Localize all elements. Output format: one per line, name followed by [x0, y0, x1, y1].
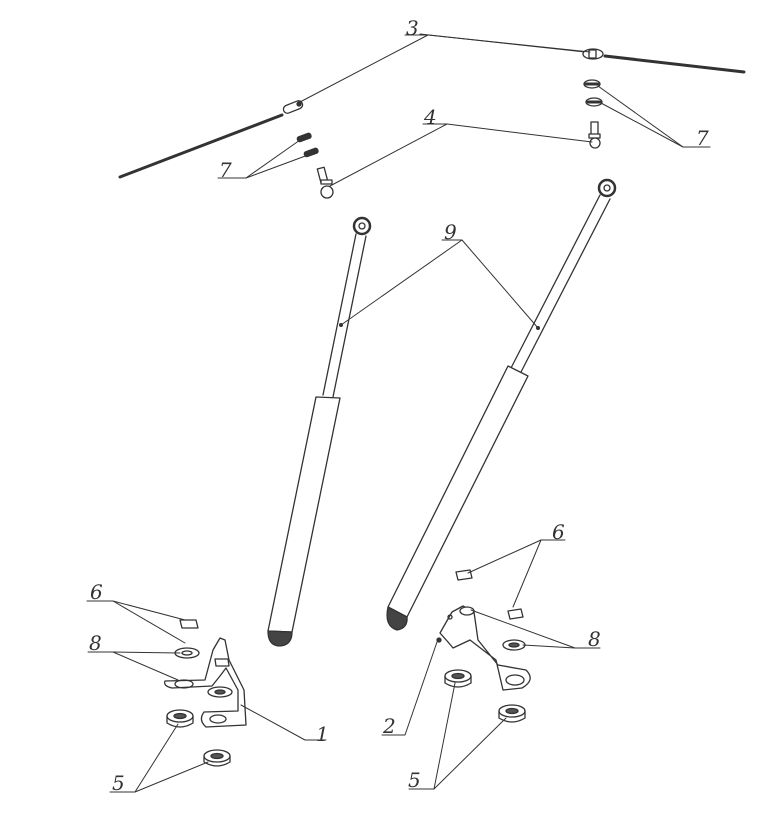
- leader-lines: [86, 34, 711, 793]
- callout-8-right: 8: [588, 627, 601, 651]
- callout-1: 1: [316, 722, 329, 746]
- callout-8-left: 8: [89, 631, 102, 655]
- ball-stud-right: [588, 121, 601, 149]
- callout-6-right: 6: [552, 520, 565, 544]
- washers-left: [166, 709, 231, 767]
- callout-9: 9: [444, 220, 457, 244]
- callout-7-left: 7: [219, 158, 232, 182]
- washers-right: [444, 669, 526, 723]
- callout-3: 3: [406, 16, 419, 40]
- callout-7-right: 7: [696, 126, 709, 150]
- callout-5-left: 5: [112, 771, 125, 795]
- ball-stud-left: [316, 166, 334, 199]
- callout-4: 4: [424, 105, 437, 129]
- callout-6-left: 6: [90, 580, 103, 604]
- clips-left: [296, 132, 319, 158]
- gas-strut-right: [386, 178, 617, 631]
- clips-right: [583, 79, 603, 107]
- gas-strut-left: [267, 216, 372, 647]
- bracket-right: [436, 605, 531, 691]
- nuts-right: [455, 569, 526, 651]
- cable-left: [118, 100, 304, 179]
- callout-5-right: 5: [408, 768, 421, 792]
- callout-2: 2: [383, 714, 396, 738]
- nuts-left: [174, 619, 233, 698]
